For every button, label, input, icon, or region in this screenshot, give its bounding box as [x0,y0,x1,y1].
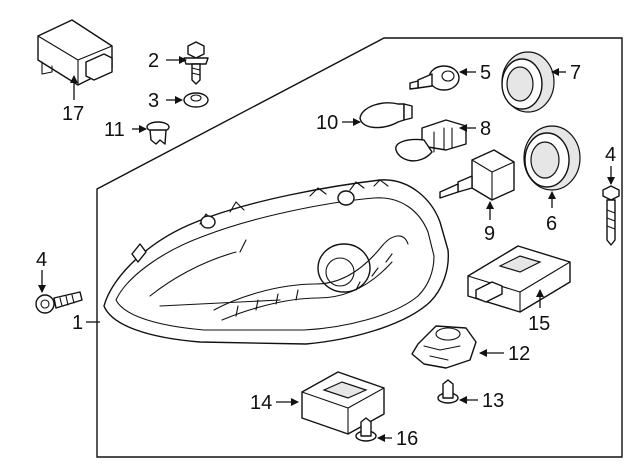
bolt-2 [183,41,209,85]
callout-labels: 17 2 3 11 4 1 4 5 7 10 8 9 6 15 12 13 14… [36,50,616,450]
callout-4-left: 4 [36,249,47,271]
bulb-socket-5 [409,65,460,91]
callout-6: 6 [546,213,557,235]
cap-ring-6 [523,125,581,191]
led-module-14 [301,371,385,435]
callout-11: 11 [104,119,125,141]
bolt-4-left [35,291,83,314]
screw-16 [355,417,377,442]
cap-ring-7 [501,51,555,113]
screw-13 [437,379,459,404]
callout-1: 1 [72,312,83,334]
bolt-4-right [602,185,620,246]
grommet-3 [183,92,209,108]
callout-16: 16 [396,428,418,450]
callout-15: 15 [528,313,550,335]
bracket-12 [411,325,477,369]
callout-2: 2 [148,50,159,72]
callout-13: 13 [482,390,504,412]
bulb-10 [359,102,413,129]
callout-10: 10 [316,112,338,134]
callout-7: 7 [570,62,581,84]
callout-14: 14 [250,392,272,414]
leader-lines [38,56,615,442]
callout-8: 8 [480,118,491,140]
assembly-frame [96,37,623,458]
callout-12: 12 [508,343,530,365]
hid-bulb-9 [439,149,515,201]
callout-3: 3 [148,90,159,112]
callout-17: 17 [62,103,84,125]
halogen-bulb-8 [395,119,467,162]
callout-4-right: 4 [605,144,616,166]
control-module-17 [37,19,113,86]
callout-9: 9 [484,223,495,245]
clip-11 [146,121,170,145]
headlamp-housing-1 [103,179,449,345]
ballast-15 [467,245,571,313]
callout-5: 5 [480,62,491,84]
